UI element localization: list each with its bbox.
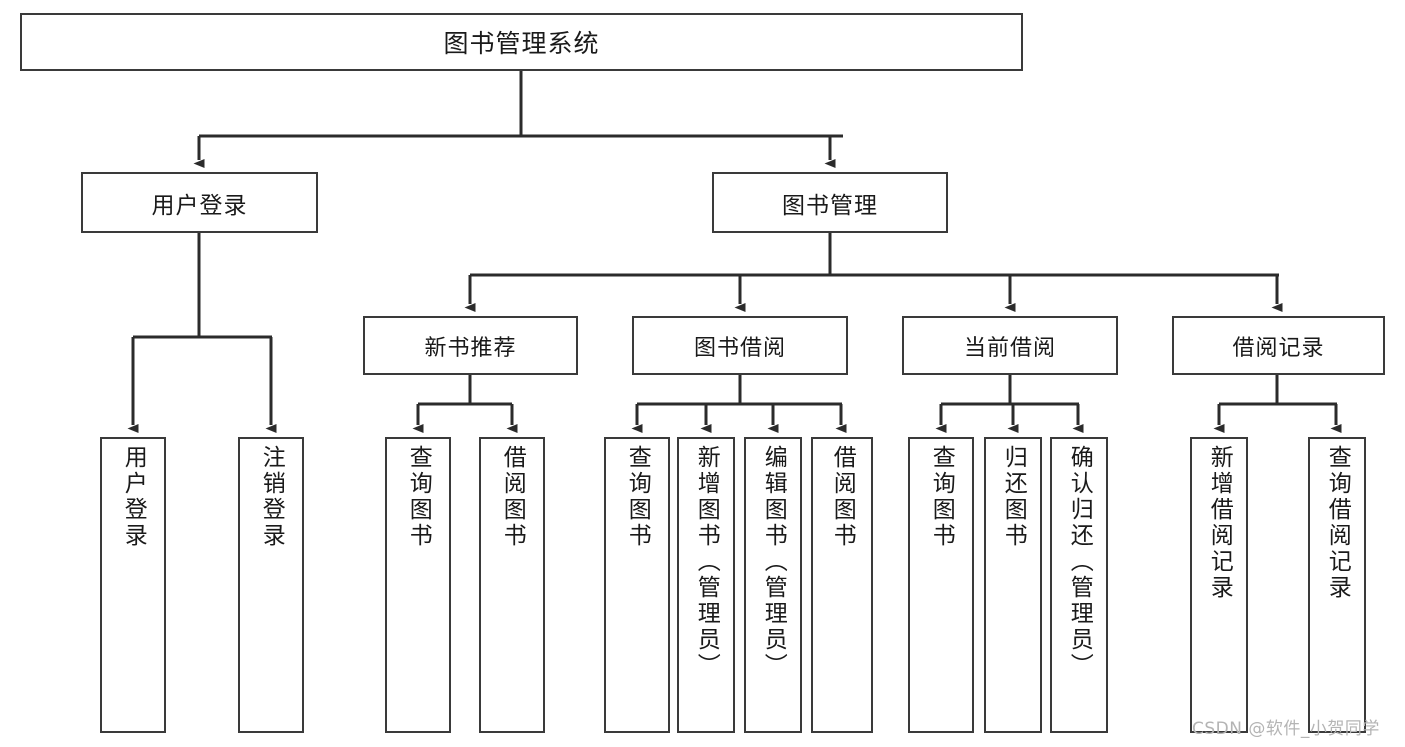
node-new-book-recommend[interactable]: 新书推荐 xyxy=(363,316,578,375)
leaf-query-book-borrow[interactable]: 查询图书 xyxy=(604,437,670,733)
leaf-user-login[interactable]: 用户登录 xyxy=(100,437,166,733)
node-book-management-label: 图书管理 xyxy=(782,192,878,219)
leaf-query-book-newbook[interactable]: 查询图书 xyxy=(385,437,451,733)
leaf-query-book-current-label: 查询图书 xyxy=(928,445,955,549)
leaf-query-book-newbook-label: 查询图书 xyxy=(405,445,432,549)
node-current-borrow[interactable]: 当前借阅 xyxy=(902,316,1118,375)
node-book-borrow-label: 图书借阅 xyxy=(693,335,786,361)
leaf-add-book-admin[interactable]: 新增图书（管理员） xyxy=(677,437,735,733)
leaf-borrow-book-newbook-label: 借阅图书 xyxy=(499,445,526,549)
leaf-query-book-borrow-label: 查询图书 xyxy=(624,445,651,549)
node-book-borrow[interactable]: 图书借阅 xyxy=(632,316,848,375)
leaf-borrow-book-label: 借阅图书 xyxy=(829,445,856,549)
node-borrow-record[interactable]: 借阅记录 xyxy=(1172,316,1385,375)
node-current-borrow-label: 当前借阅 xyxy=(963,335,1056,361)
node-user-login[interactable]: 用户登录 xyxy=(81,172,318,233)
node-user-login-label: 用户登录 xyxy=(151,192,248,219)
leaf-return-book-label: 归还图书 xyxy=(1000,445,1027,549)
leaf-add-book-admin-label: 新增图书（管理员） xyxy=(693,445,720,679)
leaf-add-borrow-record-label: 新增借阅记录 xyxy=(1206,445,1233,601)
leaf-borrow-book[interactable]: 借阅图书 xyxy=(811,437,873,733)
leaf-borrow-book-newbook[interactable]: 借阅图书 xyxy=(479,437,545,733)
leaf-confirm-return-admin-label: 确认归还（管理员） xyxy=(1066,445,1093,679)
node-root[interactable]: 图书管理系统 xyxy=(20,13,1023,71)
node-book-management[interactable]: 图书管理 xyxy=(712,172,948,233)
leaf-query-borrow-record-label: 查询借阅记录 xyxy=(1324,445,1351,601)
leaf-return-book[interactable]: 归还图书 xyxy=(984,437,1042,733)
leaf-user-login-label: 用户登录 xyxy=(120,445,147,549)
leaf-logout[interactable]: 注销登录 xyxy=(238,437,304,733)
leaf-edit-book-admin-label: 编辑图书（管理员） xyxy=(760,445,787,679)
node-new-book-recommend-label: 新书推荐 xyxy=(424,335,517,361)
leaf-add-borrow-record[interactable]: 新增借阅记录 xyxy=(1190,437,1248,733)
leaf-logout-label: 注销登录 xyxy=(258,445,285,549)
node-borrow-record-label: 借阅记录 xyxy=(1232,335,1325,361)
leaf-query-book-current[interactable]: 查询图书 xyxy=(908,437,974,733)
leaf-confirm-return-admin[interactable]: 确认归还（管理员） xyxy=(1050,437,1108,733)
node-root-label: 图书管理系统 xyxy=(443,29,600,58)
csdn-watermark: CSDN @软件_小贺同学 xyxy=(1192,719,1380,739)
leaf-edit-book-admin[interactable]: 编辑图书（管理员） xyxy=(744,437,802,733)
leaf-query-borrow-record[interactable]: 查询借阅记录 xyxy=(1308,437,1366,733)
